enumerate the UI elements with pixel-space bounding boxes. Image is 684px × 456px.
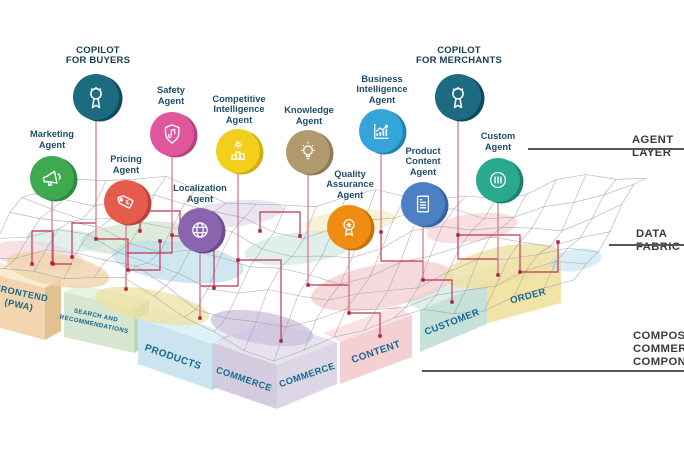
agent-label: Product Content Agent [405, 145, 441, 177]
connector-node [421, 278, 425, 282]
connector-node [198, 316, 202, 320]
agent-label: COPILOT FOR MERCHANTS [416, 44, 502, 67]
connector-nodes [30, 229, 560, 343]
award-ribbon-icon [452, 86, 464, 109]
agent-label: Safety Agent [157, 85, 185, 106]
agent-circle [286, 130, 330, 174]
fabric-patch [426, 212, 518, 244]
connector-path [458, 234, 521, 272]
fabric-patch [550, 248, 602, 272]
connector-node [450, 300, 454, 304]
connector-node [518, 270, 522, 274]
medal-icon [343, 218, 355, 237]
shield-icon [164, 124, 180, 144]
document-icon [416, 195, 430, 213]
agent-circle [216, 129, 260, 173]
connector-path [71, 222, 96, 257]
connector-path [31, 230, 54, 264]
equalizer-icon [489, 171, 507, 189]
agent-circle [435, 74, 481, 120]
connector-node [258, 229, 262, 233]
connector-node [30, 262, 34, 266]
data-fabric-mesh [0, 174, 647, 362]
connector-node [456, 233, 460, 237]
agent-label: Quality Assurance Agent [326, 168, 374, 200]
lightbulb-icon [301, 142, 315, 160]
growth-chart-icon [374, 123, 389, 139]
agent-label: Localization Agent [173, 183, 227, 204]
connector-node [94, 237, 98, 241]
agent-circle [73, 74, 119, 120]
connector-path [349, 312, 381, 336]
agent-label: COPILOT FOR BUYERS [65, 44, 131, 67]
connector-node [138, 229, 142, 233]
connector-node [298, 234, 302, 238]
connector-node [170, 233, 174, 237]
agent-label: Business Intelligence Agent [356, 73, 408, 105]
connector-node [379, 230, 383, 234]
globe-icon [192, 222, 208, 238]
megaphone-icon [42, 170, 61, 187]
fabric-patch [310, 260, 454, 312]
connector-node [279, 339, 283, 343]
connector-node [124, 287, 128, 291]
connector-node [158, 239, 162, 243]
connector-node [556, 240, 560, 244]
award-ribbon-icon [90, 86, 102, 109]
fabric-patch [443, 243, 561, 289]
connector-node [236, 258, 240, 262]
agent-label: Marketing Agent [30, 129, 74, 150]
connector-node [306, 283, 310, 287]
agent-label: Competitive Intelligence Agent [212, 93, 266, 125]
fabric-patch [112, 240, 244, 284]
connector-path [520, 242, 559, 273]
connector-path [423, 279, 453, 302]
svg-text:€: € [125, 199, 131, 207]
agent-circle: € [104, 180, 148, 224]
agent-layer-label: AGENT LAYER [632, 134, 674, 159]
fabric-patch [94, 286, 210, 326]
agent-label: Knowledge Agent [284, 105, 334, 126]
connector-node [347, 311, 351, 315]
agent-circle [401, 182, 445, 226]
data-fabric-label: DATA FABRIC [636, 228, 681, 253]
agent-circle [150, 112, 194, 156]
agent-circle [327, 205, 371, 249]
connector-node [496, 273, 500, 277]
price-tag-icon: € [117, 195, 134, 209]
composable-commerce-label: COMPOSABLE COMMERCE COMPONENTS [633, 330, 684, 368]
fabric-patch [210, 309, 314, 347]
mesh-lines-v [0, 174, 647, 362]
agent-layer-rule [528, 148, 684, 150]
connector-node [212, 286, 216, 290]
composable-commerce-rule [422, 370, 684, 372]
agent-label: Pricing Agent [110, 154, 142, 175]
connector-path [238, 259, 282, 341]
connector-node [51, 262, 55, 266]
fabric-patch [244, 230, 356, 266]
data-fabric-rule [609, 244, 684, 246]
connector-node [70, 255, 74, 259]
podium-gear-icon [230, 140, 246, 160]
agent-circle [30, 156, 74, 200]
agent-circle [359, 109, 403, 153]
connector-node [378, 334, 382, 338]
connector-path [259, 211, 301, 236]
connector-node [126, 268, 130, 272]
agent-circle [476, 158, 520, 202]
agent-label: Custom Agent [480, 131, 516, 152]
agent-circle [178, 208, 222, 252]
